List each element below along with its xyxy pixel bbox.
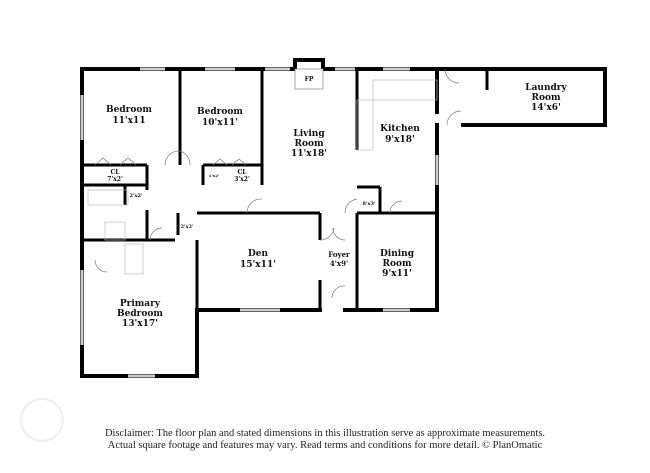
room-name: Foyer (328, 250, 350, 259)
interior-walls (82, 68, 489, 310)
logo-icon (20, 398, 64, 442)
room-name: Bedroom (197, 107, 243, 117)
room-name: Den (248, 249, 269, 259)
room-name: Primary (120, 299, 161, 309)
room-name: Bedroom (106, 105, 152, 115)
closet-dims: 2'x2' (129, 193, 142, 199)
room-dims: 9'x11' (382, 269, 412, 279)
room-name: Room (531, 93, 560, 103)
room-name: Room (382, 259, 411, 269)
room-dims: 14'x6' (531, 103, 561, 113)
closet-dims: 3'x2' (234, 176, 250, 183)
closet-dims: 7'x2' (107, 176, 123, 183)
watermark-logo (20, 398, 88, 442)
exterior-walls (80, 58, 607, 378)
room-name: Dining (380, 249, 415, 259)
room-dims: 4'x9' (330, 259, 348, 268)
room-dims: 11'x11 (112, 116, 145, 126)
disclaimer: Disclaimer: The floor plan and stated di… (0, 428, 650, 452)
room-dims: 13'x17' (122, 319, 158, 329)
closet-dims: 1'x2' (209, 173, 219, 178)
closet-name: CL (111, 169, 121, 176)
room-name: Room (294, 139, 323, 149)
room-dims: 9'x18' (385, 135, 415, 145)
room-name: Bedroom (117, 309, 163, 319)
room-dims: 15'x11' (240, 260, 276, 270)
disclaimer-line-1: Disclaimer: The floor plan and stated di… (104, 428, 546, 439)
room-name: Laundry (525, 83, 567, 93)
room-name: Kitchen (380, 124, 420, 134)
fireplace-label: FP (305, 76, 314, 83)
room-name: Living (293, 129, 325, 139)
doors (94, 68, 462, 299)
room-dims: 10'x11' (202, 118, 238, 128)
windows (80, 67, 439, 378)
closet-dims: 2'x2' (180, 224, 193, 230)
room-dims: 11'x18' (291, 149, 327, 159)
closet-dims: 8'x3' (362, 201, 375, 207)
closet-name: CL (238, 169, 248, 176)
disclaimer-line-2: Actual square footage and features may v… (107, 440, 543, 451)
